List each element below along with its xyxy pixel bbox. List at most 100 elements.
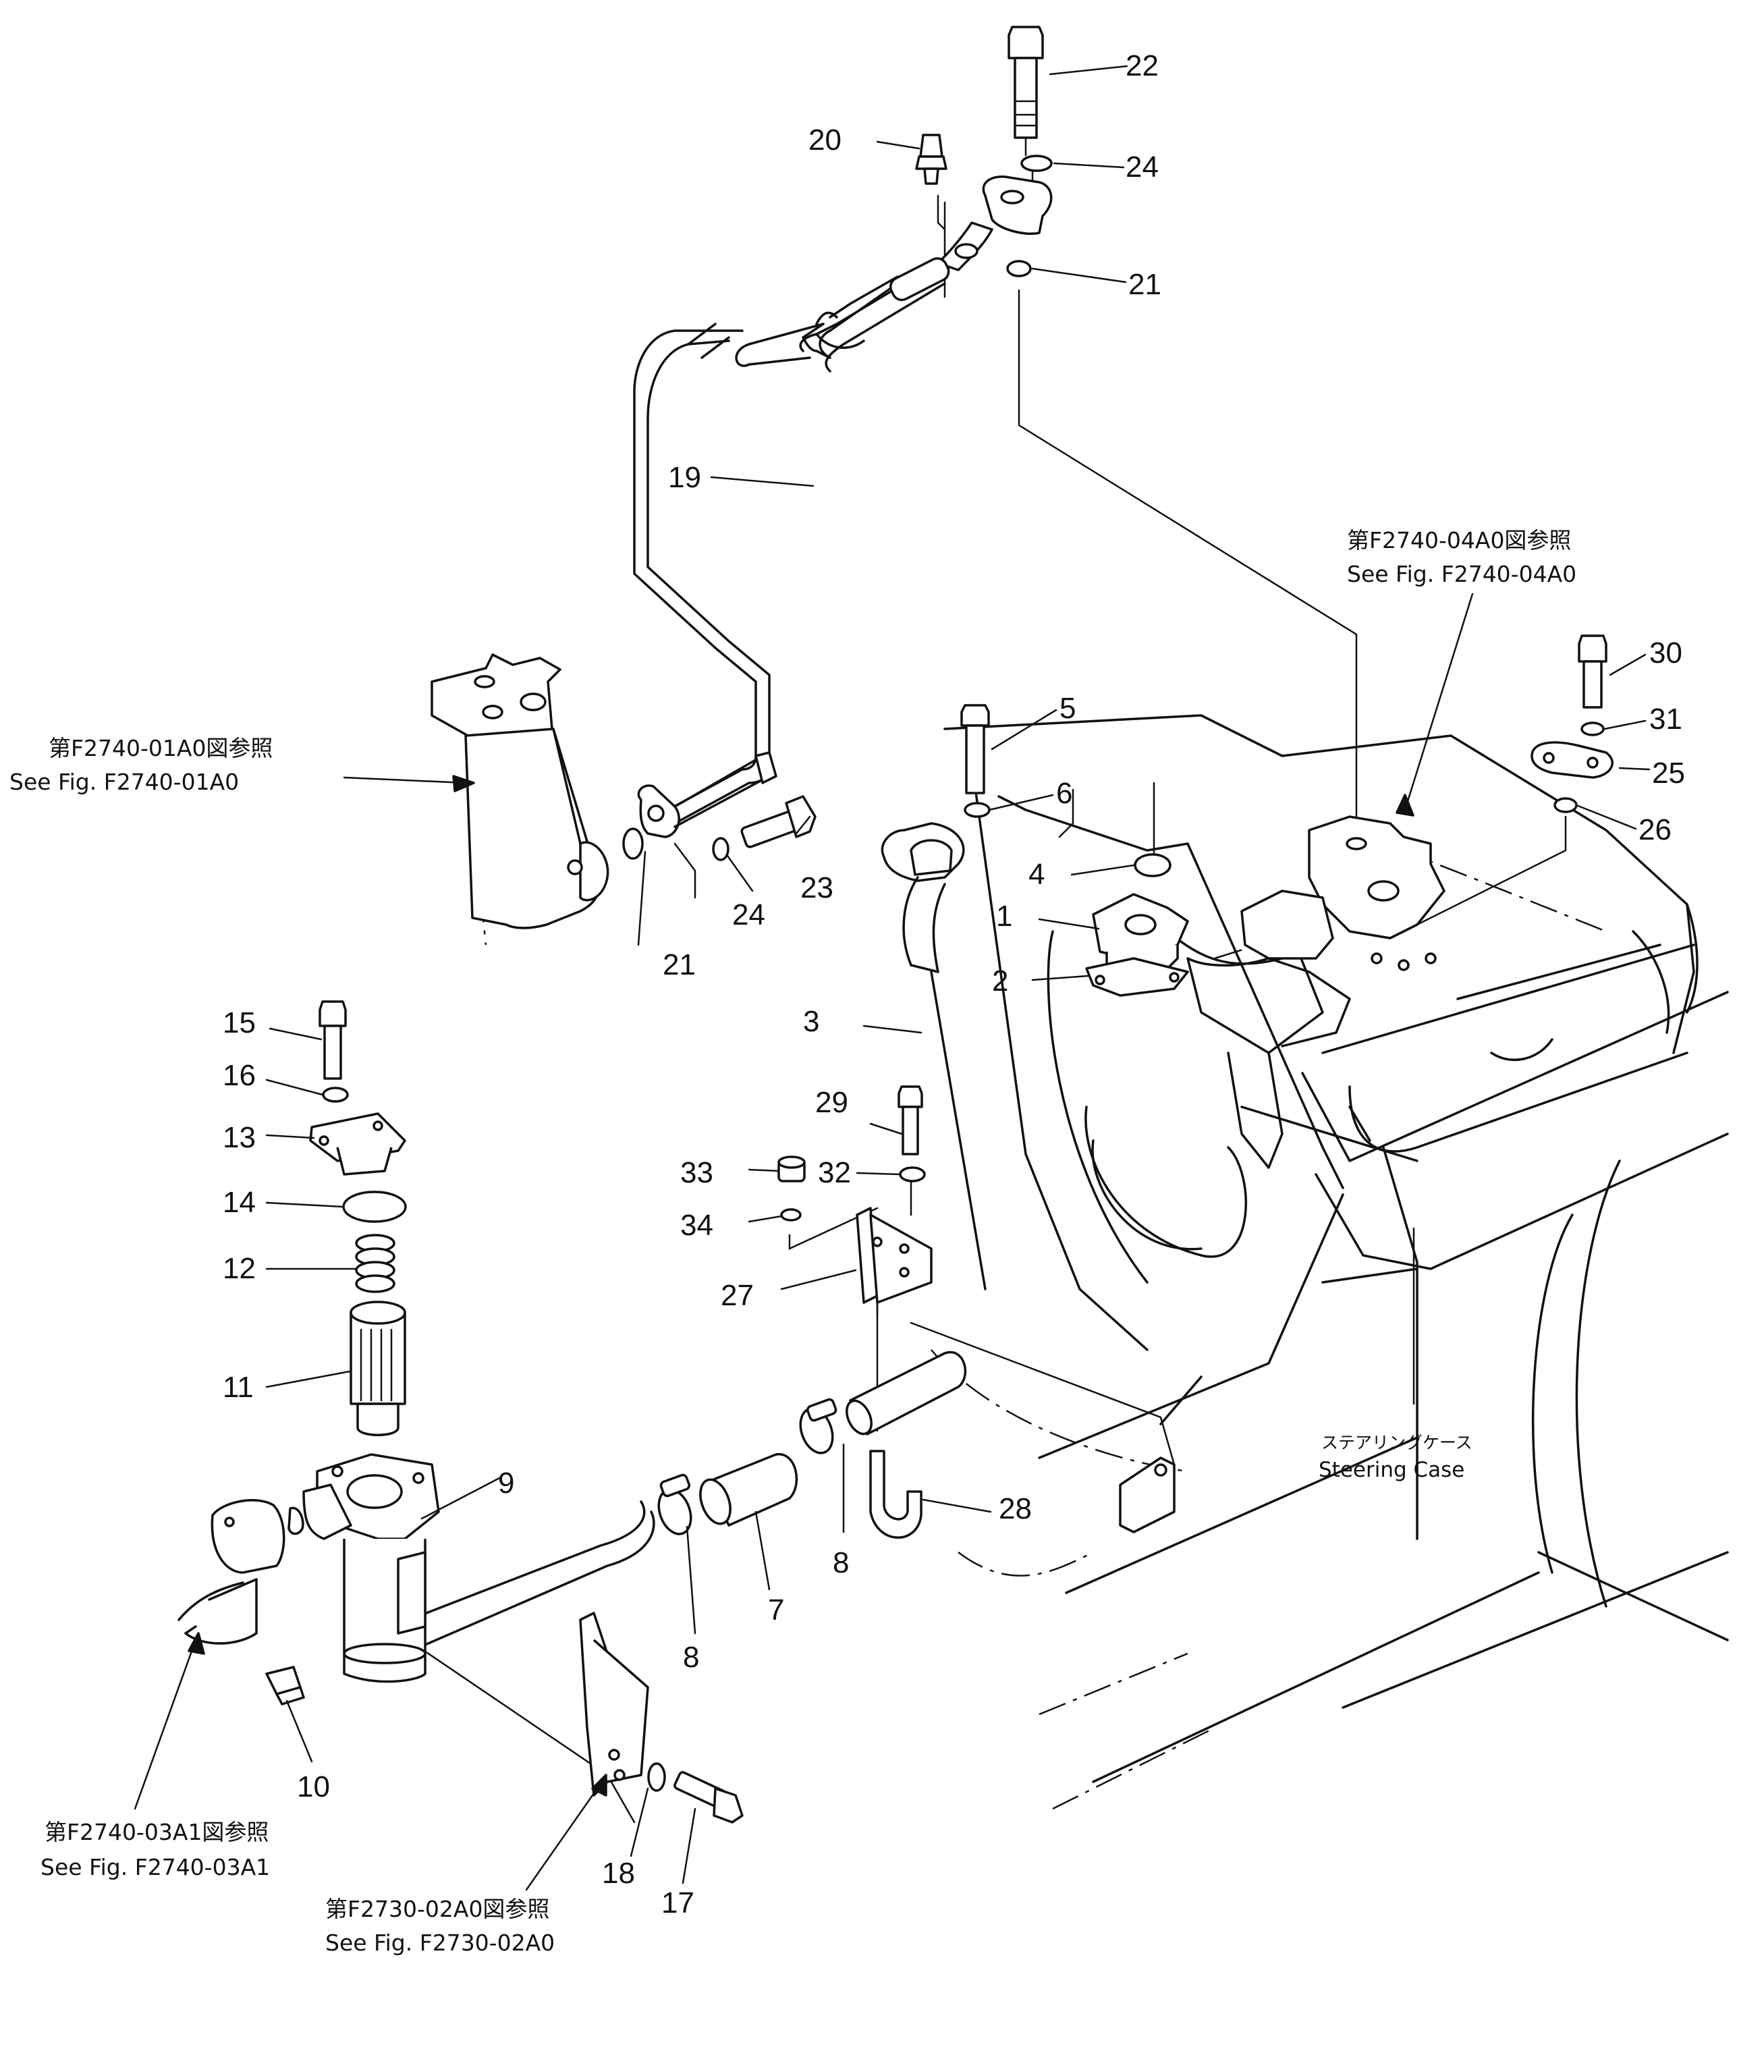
part-28-washer	[1580, 721, 1605, 736]
label-30: 29	[815, 1086, 848, 1119]
label-2: 2	[992, 964, 1008, 998]
part-2-gasket	[1085, 957, 1189, 997]
tube-19	[633, 275, 946, 825]
part-14-oring	[342, 1191, 407, 1223]
part-9-strainer-case	[302, 1453, 440, 1683]
part-17-bolt	[673, 1771, 744, 1824]
label-17: 17	[661, 1886, 694, 1919]
part-10-plug	[265, 1666, 305, 1706]
part-22-bolt	[1008, 26, 1044, 139]
label-13: 13	[223, 1121, 256, 1154]
reference-texts: 第F2740-04A0図参照 See Fig. F2740-04A0 第F274…	[9, 527, 1576, 1956]
part-16-washer	[322, 1087, 349, 1103]
part-24-washer-mid	[712, 837, 729, 861]
part-4-oring	[1134, 853, 1172, 877]
label-10: 10	[297, 1770, 330, 1803]
part-33-nut	[777, 1155, 806, 1182]
label-16: 16	[223, 1059, 256, 1092]
part-8-clamp-right	[799, 1398, 837, 1454]
filter-outlet-flange	[637, 751, 777, 838]
filter-case-f2740-01a0	[431, 653, 609, 929]
label-23: 23	[800, 871, 833, 904]
part-32-elbow	[869, 1450, 922, 1539]
label-9: 9	[498, 1467, 514, 1500]
suction-elbow-f2740-03a1	[177, 1499, 304, 1645]
label-31: 32	[818, 1156, 851, 1189]
part-24-washer-top	[1020, 155, 1053, 172]
label-18: 18	[602, 1857, 635, 1890]
part-23-bolt	[740, 795, 817, 848]
part-31-washer	[899, 1166, 926, 1182]
suction-pipe	[390, 1500, 655, 1655]
ref-f2740-01a0-jp: 第F2740-01A0図参照	[49, 735, 273, 761]
label-8-right: 8	[833, 1546, 849, 1579]
part-11-element	[350, 1301, 406, 1436]
assembly-lines	[417, 120, 1567, 1824]
label-12: 12	[223, 1252, 256, 1285]
label-6: 6	[1056, 777, 1072, 810]
label-1: 1	[996, 900, 1012, 933]
ref-f2740-03a1-jp: 第F2740-03A1図参照	[45, 1819, 269, 1845]
case-mount-block	[1119, 1456, 1176, 1533]
part-25-cover	[1531, 741, 1614, 779]
label-5: 5	[1059, 692, 1076, 725]
label-21-mid: 21	[663, 948, 696, 981]
label-15: 15	[223, 1006, 256, 1039]
part-27-bolt	[1578, 634, 1607, 709]
part-6-washer	[964, 802, 991, 818]
short-pipe	[846, 1351, 967, 1436]
label-11: 11	[223, 1371, 254, 1404]
part-15-bolt	[319, 1000, 347, 1080]
label-19: 19	[668, 461, 701, 494]
ref-f2740-03a1-en: See Fig. F2740-03A1	[40, 1854, 270, 1880]
part-13-cover	[309, 1112, 406, 1176]
part-21-oring-mid	[622, 827, 644, 860]
label-21-top: 21	[1128, 268, 1161, 301]
part-5-bolt	[960, 704, 990, 794]
part-20-plug	[915, 134, 947, 185]
part-29-bracket	[856, 1207, 933, 1304]
label-8-left: 8	[683, 1641, 699, 1674]
reference-arrows	[134, 593, 1474, 1891]
part-21-oring-top	[1006, 260, 1032, 277]
label-4: 4	[1028, 858, 1045, 891]
part-18-washer	[647, 1762, 666, 1792]
ref-f2740-04a0-jp: 第F2740-04A0図参照	[1347, 527, 1571, 553]
label-14: 14	[223, 1186, 256, 1219]
label-24-mid: 24	[732, 898, 765, 931]
label-34: 34	[680, 1209, 713, 1242]
ref-f2740-01a0-en: See Fig. F2740-01A0	[9, 769, 239, 795]
steering-case-jp: ステアリングケース	[1321, 1433, 1472, 1452]
steering-case-en: Steering Case	[1319, 1458, 1464, 1482]
steering-case-outline	[943, 714, 1729, 1783]
strainer-bracket-f2730-02a0	[579, 1612, 649, 1797]
label-29: 27	[721, 1279, 754, 1312]
part-30-bolt	[898, 1085, 923, 1155]
part-7-hose	[699, 1453, 798, 1527]
part-8-clamp-left	[657, 1473, 692, 1535]
part-26-oring	[1553, 797, 1578, 813]
steering-valve-f2740-04a0	[1240, 815, 1445, 971]
part-12-spring	[355, 1234, 395, 1293]
label-26: 26	[1638, 813, 1672, 846]
callout-leaders	[265, 65, 1651, 1884]
centre-lines	[464, 748, 1607, 1810]
label-7: 7	[768, 1593, 784, 1627]
label-22: 22	[1126, 49, 1159, 82]
part-number-labels: 22 20 24 21 19 21 24 23 5 6 4 1 2 3 30 3…	[223, 49, 1685, 1919]
ref-f2740-04a0-en: See Fig. F2740-04A0	[1347, 561, 1576, 587]
label-28: 31	[1649, 703, 1682, 736]
label-20: 20	[808, 124, 842, 157]
ref-f2730-02a0-en: See Fig. F2730-02A0	[325, 1930, 555, 1956]
ref-f2730-02a0-jp: 第F2730-02A0図参照	[325, 1896, 549, 1922]
label-27: 30	[1649, 636, 1682, 670]
label-25: 25	[1652, 757, 1685, 790]
label-24-top: 24	[1126, 151, 1159, 184]
label-3: 3	[803, 1005, 819, 1038]
part-3-hose	[881, 822, 987, 1290]
label-33: 33	[680, 1156, 713, 1189]
upper-flange	[889, 175, 1053, 302]
label-32: 28	[999, 1492, 1032, 1525]
part-34-washer	[780, 1208, 802, 1222]
